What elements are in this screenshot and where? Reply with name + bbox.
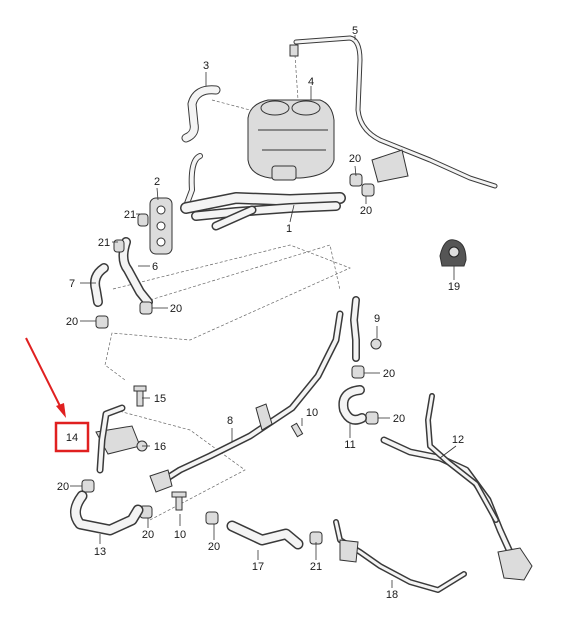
callout-2: 2 <box>154 176 160 188</box>
bolt-15 <box>133 385 147 407</box>
flange-2 <box>149 197 173 255</box>
bleed-hose <box>293 35 498 189</box>
callout-17: 17 <box>252 561 264 573</box>
highlight-box <box>54 421 90 453</box>
callout-14: 14 <box>66 432 78 444</box>
callout-11: 11 <box>344 439 355 451</box>
callout-20-g: 20 <box>57 481 69 493</box>
callout-6: 6 <box>152 261 158 273</box>
hose-clamps <box>81 149 409 545</box>
callout-20-a: 20 <box>349 153 361 165</box>
callout-20-h: 20 <box>142 529 154 541</box>
callout-21-c: 21 <box>310 561 322 573</box>
callout-21-a: 21 <box>124 209 136 221</box>
callout-12: 12 <box>452 434 464 446</box>
expansion-tank <box>247 44 335 181</box>
callout-20-f: 20 <box>393 413 405 425</box>
callout-20-c: 20 <box>170 303 182 315</box>
hose-assembly-1 <box>180 153 346 231</box>
grommet-19 <box>439 239 467 267</box>
callout-10-upper: 10 <box>306 407 318 419</box>
callout-20-b: 20 <box>360 205 372 217</box>
pipe-end-9 <box>350 296 382 362</box>
hose-7 <box>90 263 109 307</box>
callout-5: 5 <box>352 25 358 37</box>
callout-9: 9 <box>374 313 380 325</box>
hose-17 <box>226 520 304 550</box>
pipe-assembly-12 <box>380 393 533 581</box>
callout-20-i: 20 <box>208 541 220 553</box>
callout-16: 16 <box>154 441 166 453</box>
callout-4: 4 <box>308 76 314 88</box>
hose-11 <box>338 385 367 425</box>
bracket-14 <box>95 404 141 474</box>
callout-18: 18 <box>386 589 398 601</box>
callout-10-lower: 10 <box>174 529 186 541</box>
hose-13 <box>70 490 144 536</box>
callout-15: 15 <box>154 393 166 405</box>
callout-1: 1 <box>286 223 292 235</box>
callout-19: 19 <box>448 281 460 293</box>
callout-20-d: 20 <box>66 316 78 328</box>
bolts-10 <box>171 422 304 511</box>
callout-3: 3 <box>203 60 209 72</box>
callout-8: 8 <box>227 415 233 427</box>
pipe-18 <box>333 519 467 593</box>
callout-13: 13 <box>94 546 106 558</box>
callout-20-e: 20 <box>383 368 395 380</box>
highlight-arrow <box>25 337 66 418</box>
callout-labels: 1 2 3 4 5 6 7 8 9 10 10 11 12 13 14 15 1… <box>57 25 464 601</box>
hose-3 <box>181 85 221 143</box>
pipe-8 <box>149 310 344 493</box>
callout-21-b: 21 <box>98 237 110 249</box>
leader-lines <box>70 35 457 588</box>
callout-7: 7 <box>69 278 75 290</box>
hose-6 <box>118 237 153 307</box>
